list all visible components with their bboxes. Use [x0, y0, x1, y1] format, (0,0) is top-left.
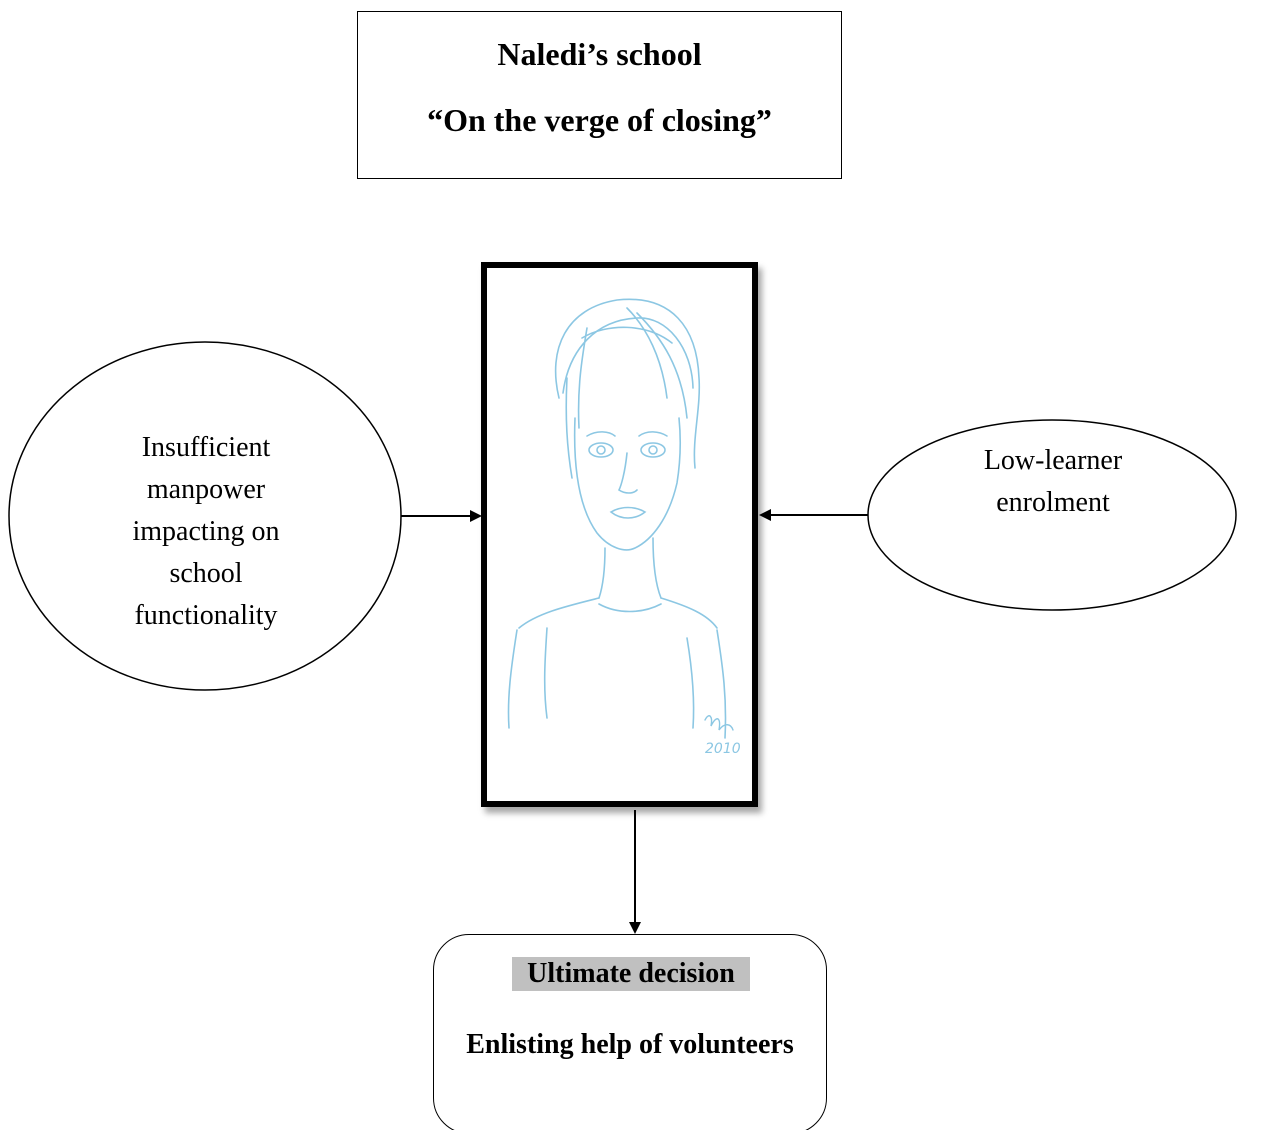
- decision-box: Ultimate decision Enlisting help of volu…: [433, 934, 827, 1130]
- title-box: Naledi’s school “On the verge of closing…: [357, 11, 842, 179]
- decision-text: Enlisting help of volunteers: [466, 1029, 794, 1060]
- left-factor-label: Insufficient manpower impacting on schoo…: [132, 432, 280, 631]
- right-factor-label: Low-learner enrolment: [983, 445, 1123, 518]
- portrait-signature: 2010: [705, 741, 741, 757]
- portrait-sketch-image: 2010: [507, 298, 741, 757]
- title-line-1: Naledi’s school: [497, 36, 702, 72]
- title-line-2: “On the verge of closing”: [427, 102, 772, 138]
- portrait-sketch-frame: 2010: [481, 262, 758, 807]
- decision-heading: Ultimate decision: [512, 957, 750, 991]
